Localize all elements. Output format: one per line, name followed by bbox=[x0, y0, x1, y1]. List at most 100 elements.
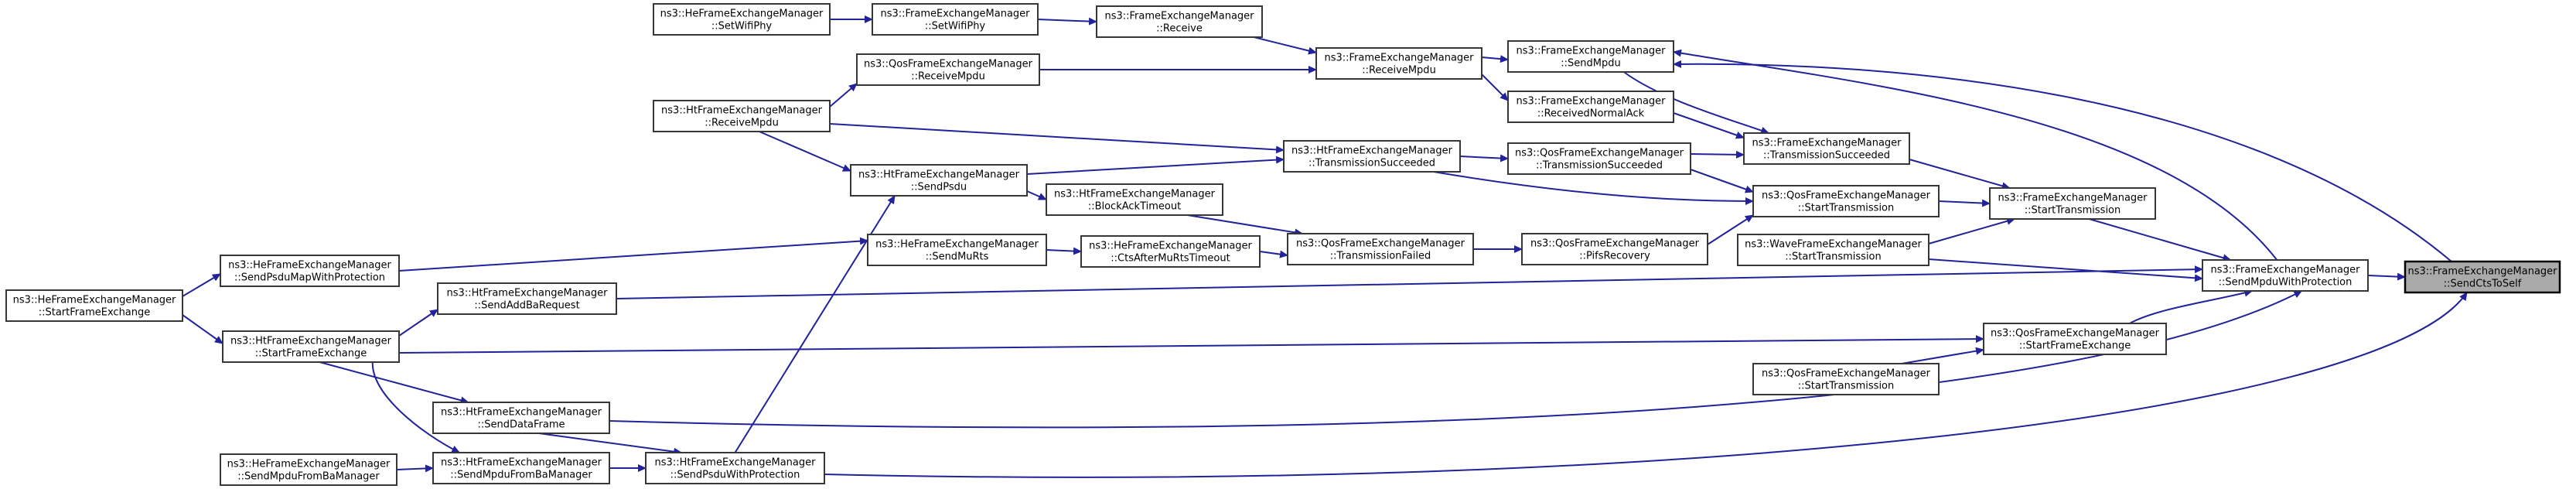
node-box[interactable] bbox=[220, 255, 400, 287]
graph-node-qos-pifsrecovery[interactable]: ns3::QosFrameExchangeManager::PifsRecove… bbox=[1521, 233, 1708, 265]
node-label-he-setwifiphy-line1: ns3::HeFrameExchangeManager bbox=[660, 9, 824, 20]
nodes-layer: ns3::HeFrameExchangeManager::SetWifiPhyn… bbox=[5, 3, 2561, 486]
graph-node-fem-sendmpdu[interactable]: ns3::FrameExchangeManager::SendMpdu bbox=[1507, 40, 1674, 73]
node-box[interactable] bbox=[1743, 132, 1910, 165]
graph-node-ht-sendpsduwithprotection[interactable]: ns3::HtFrameExchangeManager::SendPsduWit… bbox=[645, 452, 825, 484]
node-box[interactable] bbox=[1283, 140, 1461, 173]
node-box[interactable] bbox=[872, 3, 1039, 36]
edge-ht-startframeexchange-to-ht-sendmpdufrombamanager bbox=[371, 361, 461, 453]
node-box[interactable] bbox=[1752, 363, 1940, 395]
graph-node-qos-starttransmission-2[interactable]: ns3::QosFrameExchangeManager::StartTrans… bbox=[1752, 363, 1940, 395]
node-box[interactable] bbox=[1315, 47, 1482, 80]
node-label-fem-sendmpdu-line2: ::SendMpdu bbox=[1561, 58, 1620, 70]
node-box[interactable] bbox=[1507, 142, 1691, 175]
graph-node-qos-startframeexchange[interactable]: ns3::QosFrameExchangeManager::StartFrame… bbox=[1983, 323, 2167, 355]
node-label-qos-startframeexchange-line1: ns3::QosFrameExchangeManager bbox=[1991, 328, 2160, 340]
node-label-he-ctsaftermurtstimeout-line1: ns3::HeFrameExchangeManager bbox=[1089, 241, 1252, 252]
node-label-fem-receivempdu-line1: ns3::FrameExchangeManager bbox=[1324, 53, 1474, 64]
node-box[interactable] bbox=[220, 453, 397, 486]
node-label-ht-senddataframe-line2: ::SendDataFrame bbox=[477, 419, 565, 431]
graph-node-fem-receivednormalack[interactable]: ns3::FrameExchangeManager::ReceivedNorma… bbox=[1507, 91, 1674, 123]
node-label-qos-receivempdu-line2: ::ReceiveMpdu bbox=[911, 71, 985, 83]
node-label-ht-blockacktimeout-line1: ns3::HtFrameExchangeManager bbox=[1054, 189, 1216, 200]
graph-node-fem-receive[interactable]: ns3::FrameExchangeManager::Receive bbox=[1096, 5, 1263, 38]
node-label-fem-starttransmission-line1: ns3::FrameExchangeManager bbox=[1998, 193, 2148, 204]
node-label-he-ctsaftermurtstimeout-line2: ::CtsAfterMuRtsTimeout bbox=[1111, 253, 1230, 265]
edge-ht-sendaddbarequest-to-sendmpduwithprotection bbox=[616, 265, 2203, 299]
graph-node-ht-startframeexchange[interactable]: ns3::HtFrameExchangeManager::StartFrameE… bbox=[222, 330, 400, 363]
node-box[interactable] bbox=[1521, 233, 1708, 265]
node-box[interactable] bbox=[1983, 323, 2167, 355]
node-label-he-startframeexchange-line1: ns3::HeFrameExchangeManager bbox=[13, 295, 176, 306]
graph-node-he-ctsaftermurtstimeout[interactable]: ns3::HeFrameExchangeManager::CtsAfterMuR… bbox=[1080, 235, 1261, 268]
graph-node-fem-receivempdu[interactable]: ns3::FrameExchangeManager::ReceiveMpdu bbox=[1315, 47, 1482, 80]
node-label-ht-transmissionsucceeded-line1: ns3::HtFrameExchangeManager bbox=[1291, 145, 1453, 157]
node-box[interactable] bbox=[850, 164, 1028, 197]
edge-ht-sendpsdu-to-ht-transmissionsucceeded bbox=[1026, 156, 1285, 175]
node-box[interactable] bbox=[653, 3, 831, 36]
node-label-ht-sendaddbarequest-line2: ::SendAddBaRequest bbox=[474, 300, 579, 312]
node-box[interactable] bbox=[867, 234, 1047, 266]
highlighted-node-box[interactable] bbox=[2404, 260, 2561, 294]
node-label-fem-receive-line2: ::Receive bbox=[1156, 23, 1203, 35]
graph-node-ht-sendaddbarequest[interactable]: ns3::HtFrameExchangeManager::SendAddBaRe… bbox=[437, 282, 617, 315]
graph-node-he-sendmurts[interactable]: ns3::HeFrameExchangeManager::SendMuRts bbox=[867, 234, 1047, 266]
graph-node-ht-sendpsdu[interactable]: ns3::HtFrameExchangeManager::SendPsdu bbox=[850, 164, 1028, 197]
node-label-fem-setwifiphy-line2: ::SetWifiPhy bbox=[925, 21, 986, 32]
node-box[interactable] bbox=[653, 100, 831, 132]
node-label-qos-starttransmission-2-line1: ns3::QosFrameExchangeManager bbox=[1762, 368, 1931, 380]
graph-node-qos-receivempdu[interactable]: ns3::QosFrameExchangeManager::ReceiveMpd… bbox=[856, 53, 1040, 86]
graph-node-qos-transmissionsucceeded[interactable]: ns3::QosFrameExchangeManager::Transmissi… bbox=[1507, 142, 1691, 175]
graph-node-fem-transmissionsucceeded[interactable]: ns3::FrameExchangeManager::TransmissionS… bbox=[1743, 132, 1910, 165]
graph-node-fem-starttransmission[interactable]: ns3::FrameExchangeManager::StartTransmis… bbox=[1989, 187, 2156, 220]
edge-he-sendpsdumapwithprotection-to-he-sendmurts bbox=[398, 237, 868, 272]
node-box[interactable] bbox=[1096, 5, 1263, 38]
node-label-ht-sendpsdu-line1: ns3::HtFrameExchangeManager bbox=[858, 169, 1020, 181]
node-label-qos-pifsrecovery-line2: ::PifsRecovery bbox=[1579, 251, 1650, 262]
node-box[interactable] bbox=[1989, 187, 2156, 220]
node-label-sendctstoself-line2: ::SendCtsToSelf bbox=[2444, 279, 2522, 290]
node-label-ht-sendpsduwithprotection-line2: ::SendPsduWithProtection bbox=[670, 470, 800, 481]
node-box[interactable] bbox=[432, 402, 610, 434]
node-box[interactable] bbox=[1507, 91, 1674, 123]
graph-node-ht-senddataframe[interactable]: ns3::HtFrameExchangeManager::SendDataFra… bbox=[432, 402, 610, 434]
node-box[interactable] bbox=[222, 330, 400, 363]
node-label-fem-receivednormalack-line2: ::ReceivedNormalAck bbox=[1537, 108, 1645, 120]
edge-fem-starttransmission-to-sendmpduwithprotection bbox=[2089, 218, 2232, 262]
node-box[interactable] bbox=[1287, 233, 1474, 265]
edge-fem-receivempdu-to-fem-receivednormalack bbox=[1481, 74, 1509, 101]
node-box[interactable] bbox=[5, 289, 183, 322]
graph-node-qos-transmissionfailed[interactable]: ns3::QosFrameExchangeManager::Transmissi… bbox=[1287, 233, 1474, 265]
node-box[interactable] bbox=[2202, 259, 2369, 292]
node-label-ht-senddataframe-line1: ns3::HtFrameExchangeManager bbox=[441, 407, 602, 419]
graph-node-ht-blockacktimeout[interactable]: ns3::HtFrameExchangeManager::BlockAckTim… bbox=[1046, 183, 1223, 216]
node-label-ht-sendmpdufrombamanager-line1: ns3::HtFrameExchangeManager bbox=[441, 457, 602, 469]
graph-node-fem-setwifiphy[interactable]: ns3::FrameExchangeManager::SetWifiPhy bbox=[872, 3, 1039, 36]
edge-fem-receive-to-fem-receivempdu bbox=[1254, 36, 1317, 55]
node-box[interactable] bbox=[645, 452, 825, 484]
node-box[interactable] bbox=[1046, 183, 1223, 216]
node-box[interactable] bbox=[432, 452, 610, 484]
graph-node-he-sendmpdufrombamanager[interactable]: ns3::HeFrameExchangeManager::SendMpduFro… bbox=[220, 453, 397, 486]
graph-node-sendmpduwithprotection[interactable]: ns3::FrameExchangeManager::SendMpduWithP… bbox=[2202, 259, 2369, 292]
node-label-fem-starttransmission-line2: ::StartTransmission bbox=[2025, 205, 2121, 217]
node-box[interactable] bbox=[1080, 235, 1261, 268]
graph-node-ht-receivempdu[interactable]: ns3::HtFrameExchangeManager::ReceiveMpdu bbox=[653, 100, 831, 132]
node-label-ht-sendpsduwithprotection-line1: ns3::HtFrameExchangeManager bbox=[655, 457, 817, 469]
edge-ht-startframeexchange-to-qos-startframeexchange bbox=[398, 335, 1984, 354]
graph-node-qos-starttransmission-1[interactable]: ns3::QosFrameExchangeManager::StartTrans… bbox=[1752, 185, 1940, 217]
graph-node-sendctstoself[interactable]: ns3::FrameExchangeManager::SendCtsToSelf bbox=[2404, 260, 2561, 294]
node-box[interactable] bbox=[1507, 40, 1674, 73]
node-box[interactable] bbox=[1752, 185, 1940, 217]
node-label-qos-receivempdu-line1: ns3::QosFrameExchangeManager bbox=[864, 59, 1033, 70]
graph-node-he-setwifiphy[interactable]: ns3::HeFrameExchangeManager::SetWifiPhy bbox=[653, 3, 831, 36]
node-box[interactable] bbox=[1737, 234, 1929, 266]
graph-node-wave-starttransmission[interactable]: ns3::WaveFrameExchangeManager::StartTran… bbox=[1737, 234, 1929, 266]
graph-node-he-startframeexchange[interactable]: ns3::HeFrameExchangeManager::StartFrameE… bbox=[5, 289, 183, 322]
node-box[interactable] bbox=[437, 282, 617, 315]
node-box[interactable] bbox=[856, 53, 1040, 86]
graph-node-ht-sendmpdufrombamanager[interactable]: ns3::HtFrameExchangeManager::SendMpduFro… bbox=[432, 452, 610, 484]
edge-sendctstoself-to-fem-sendmpdu bbox=[1673, 60, 2452, 262]
graph-node-ht-transmissionsucceeded[interactable]: ns3::HtFrameExchangeManager::Transmissio… bbox=[1283, 140, 1461, 173]
graph-node-he-sendpsdumapwithprotection[interactable]: ns3::HeFrameExchangeManager::SendPsduMap… bbox=[220, 255, 400, 287]
